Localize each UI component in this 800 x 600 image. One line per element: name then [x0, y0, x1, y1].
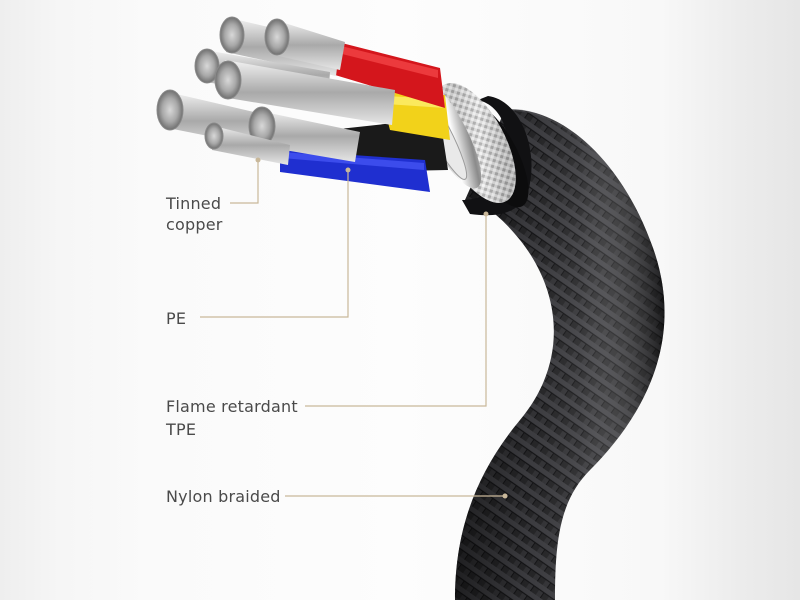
leader-dot-tinned-copper — [255, 157, 261, 163]
leader-lines — [200, 157, 508, 499]
label-pe: PE — [166, 309, 187, 328]
leader-dot-flame-tpe — [483, 211, 489, 217]
leader-dot-pe — [345, 167, 351, 173]
leader-flame-tpe — [305, 216, 487, 407]
label-tinned-copper-line1: Tinned — [166, 194, 222, 213]
label-tinned-copper: Tinned copper — [166, 193, 223, 235]
leader-tinned-copper — [230, 162, 259, 204]
leader-pe — [200, 172, 349, 318]
label-nylon-braided: Nylon braided — [166, 487, 281, 506]
label-flame-retardant-tpe: Flame retardant TPE — [166, 396, 298, 440]
label-flame-line1: Flame retardant — [166, 397, 298, 416]
inner-wires — [280, 40, 450, 192]
leader-dot-nylon — [502, 493, 508, 499]
label-tinned-copper-line2: copper — [166, 215, 223, 234]
label-flame-line2: TPE — [166, 420, 197, 439]
nylon-braided-jacket — [455, 108, 665, 600]
tinned-copper-strands — [156, 16, 395, 165]
